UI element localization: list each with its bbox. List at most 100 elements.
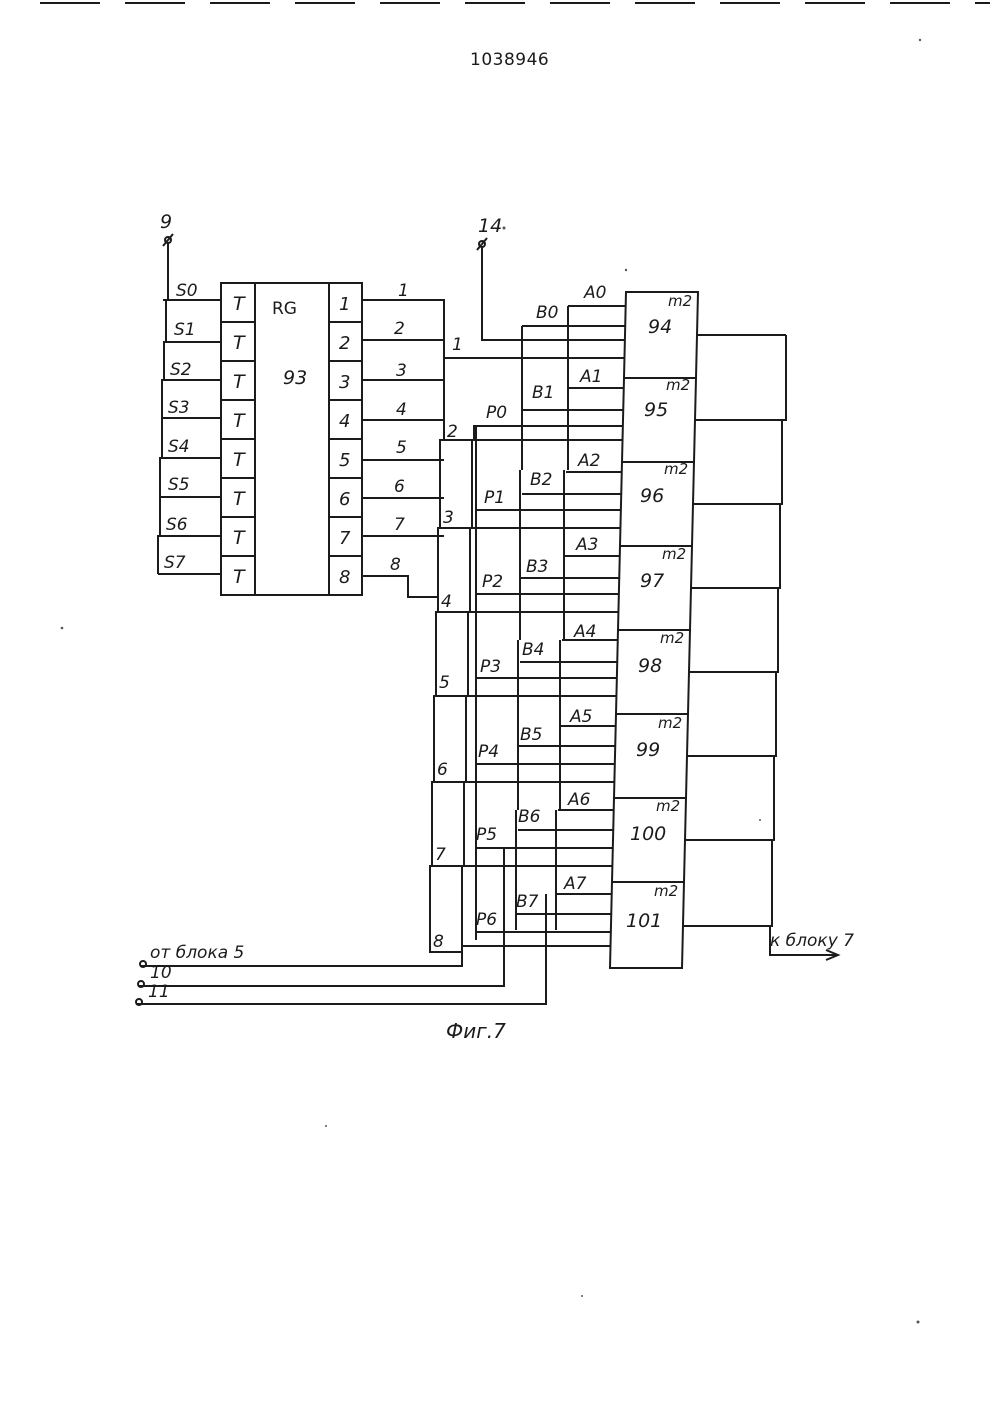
block-number: 101 (626, 910, 662, 932)
register-output-wire-labels: 1 2 3 4 5 6 7 8 (390, 281, 409, 575)
register-output-number: 3 (339, 372, 350, 393)
scan-speck (919, 39, 921, 41)
p-label: P3 (480, 657, 501, 677)
bus-line-label: 7 (435, 845, 446, 865)
t-cell-label: T (233, 449, 246, 471)
wire-label: 7 (394, 515, 405, 535)
wire-label: 2 (394, 319, 405, 339)
s-label: S7 (164, 553, 186, 573)
s-label: S3 (168, 398, 190, 418)
block-number: 100 (630, 823, 666, 845)
b-bus (516, 326, 566, 930)
a-label: A1 (579, 367, 602, 387)
register-number: 93 (283, 367, 307, 389)
scan-speck (917, 1321, 920, 1324)
b-label: B7 (516, 892, 539, 912)
a-label: A5 (569, 707, 592, 727)
a-label: A3 (575, 535, 598, 555)
s-label: S2 (170, 360, 192, 380)
a-labels: A0 A1 A2 A3 A4 A5 A6 A7 (563, 283, 606, 894)
scan-speck (581, 1295, 583, 1297)
bus-line-label: 5 (439, 673, 450, 693)
bus-line-label: 1 (452, 335, 463, 355)
block-type-label: m2 (656, 797, 680, 815)
wire-label: 4 (396, 400, 407, 420)
s-label: S6 (166, 515, 188, 535)
s-label: S0 (176, 281, 198, 301)
p-label: P2 (482, 572, 503, 592)
t-cell-label: T (233, 410, 246, 432)
p-label: P4 (478, 742, 499, 762)
scan-speck (759, 819, 761, 821)
terminal-11-label: 11 (148, 982, 170, 1002)
s-label: S5 (168, 475, 190, 495)
t-cell-label: T (233, 527, 246, 549)
s-labels: S0 S1 S2 S3 S4 S5 S6 S7 (164, 281, 198, 573)
bottom-input-labels: от блока 5 10 11 (148, 943, 244, 1002)
b-label: B4 (522, 640, 544, 660)
figure-caption: Фиг.7 (446, 1019, 506, 1043)
register-output-number: 4 (339, 411, 350, 432)
p-label: P1 (484, 488, 505, 508)
register-name: RG (272, 299, 297, 319)
bus-line-label: 2 (447, 422, 458, 442)
terminal-10-label: 10 (150, 963, 172, 983)
bus-line-label: 8 (433, 932, 444, 952)
a-label: A4 (573, 622, 596, 642)
s-label: S4 (168, 437, 190, 457)
b-label: B0 (536, 303, 558, 323)
t-cell-label: T (233, 371, 246, 393)
p-label: P6 (476, 910, 497, 930)
block-type-label: m2 (660, 629, 684, 647)
wire-label: 1 (398, 281, 409, 301)
wire-label: 8 (390, 555, 401, 575)
patent-number: 1038946 (470, 50, 570, 70)
block-number: 97 (640, 570, 664, 592)
b-label: B1 (532, 383, 554, 403)
scan-speck (503, 227, 506, 230)
block-type-label: m2 (658, 714, 682, 732)
s-label: S1 (174, 320, 196, 340)
t-cell-label: T (233, 488, 246, 510)
output-label: к блоку 7 (770, 931, 854, 951)
t-cell-label: T (233, 293, 246, 315)
p-label: P5 (476, 825, 497, 845)
block-number: 94 (648, 316, 672, 338)
register-output-number: 7 (339, 528, 351, 549)
b-label: B2 (530, 470, 552, 490)
scan-speck (325, 1125, 327, 1127)
scan-speck (625, 269, 627, 271)
register-output-number: 2 (339, 333, 350, 354)
register-output-number: 8 (339, 567, 350, 588)
register-output-number: 1 (339, 294, 350, 315)
a-label: A7 (563, 874, 587, 894)
block-type-label: m2 (654, 882, 678, 900)
block-number: 95 (644, 399, 668, 421)
block-number: 99 (636, 739, 660, 761)
bus-line-label: 3 (443, 508, 454, 528)
block-type-label: m2 (662, 545, 686, 563)
b-label: B3 (526, 557, 548, 577)
block-type-label: m2 (668, 292, 692, 310)
b-label: B6 (518, 807, 541, 827)
bus-line-label: 6 (437, 760, 448, 780)
b-label: B5 (520, 725, 542, 745)
input-9-label: 9 (160, 211, 172, 233)
block-type-label: m2 (664, 460, 688, 478)
register-output-number: 6 (339, 489, 350, 510)
wire-label: 3 (396, 361, 407, 381)
from-block-label: от блока 5 (150, 943, 244, 963)
p-label: P0 (486, 403, 507, 423)
input-14-label: 14 (478, 215, 502, 237)
t-cell-label: T (233, 332, 246, 354)
left-bus-labels: 1 2 3 4 5 6 7 8 (433, 335, 463, 952)
block-number: 96 (640, 485, 664, 507)
scan-speck (61, 627, 64, 630)
a-label: A0 (583, 283, 606, 303)
a-label: A6 (567, 790, 591, 810)
block-number: 98 (638, 655, 662, 677)
t-cell-label: T (233, 566, 246, 588)
a-label: A2 (577, 451, 600, 471)
